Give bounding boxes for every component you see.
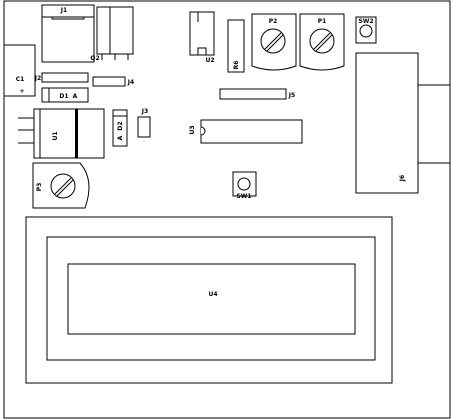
label-c1: C1 — [16, 76, 25, 83]
label-sw2: SW2 — [358, 18, 373, 25]
label-p1: P1 — [318, 18, 327, 25]
label-d1-anode: A — [73, 93, 78, 100]
connector-j3: J3 — [137, 108, 151, 138]
label-u2: U2 — [205, 57, 214, 64]
label-d2: D2 — [117, 121, 124, 130]
switch-sw1: SW1 — [232, 171, 257, 200]
capacitor-c1: C1 + — [3, 44, 36, 97]
diode-d2: D2 A — [112, 109, 128, 147]
regulator-u1: U1 — [18, 108, 105, 159]
label-r6: R6 — [233, 61, 240, 70]
connector-j2: J2 — [34, 72, 89, 83]
label-j6: J6 — [399, 175, 406, 182]
label-j1: J1 — [60, 7, 67, 14]
regulator-q2: Q2 — [90, 6, 134, 62]
connector-j4: J4 — [92, 76, 134, 87]
board-outline — [3, 0, 451, 419]
connector-j6: J6 — [355, 52, 451, 194]
chip-u2: U2 — [189, 11, 215, 64]
potentiometer-p2: P2 — [251, 13, 297, 71]
label-d2-anode: A — [117, 135, 124, 140]
label-sw1: SW1 — [236, 193, 251, 200]
potentiometer-p1: P1 — [299, 13, 345, 71]
connector-j1: J1 — [41, 4, 95, 63]
diode-d1: D1 A — [41, 87, 89, 103]
label-j3: J3 — [141, 108, 148, 115]
display-u4: U4 — [25, 216, 393, 384]
switch-sw2: SW2 — [355, 16, 377, 44]
label-j4: J4 — [127, 79, 134, 86]
chip-u3: U3 — [189, 119, 303, 144]
label-u1: U1 — [52, 131, 59, 140]
potentiometer-p3: P3 — [32, 162, 90, 209]
connector-j5: J5 — [219, 88, 295, 100]
label-p2: P2 — [269, 18, 278, 25]
label-c1-polarity: + — [19, 88, 24, 95]
label-p3: P3 — [36, 183, 43, 192]
label-u3: U3 — [189, 125, 196, 134]
label-j2: J2 — [34, 75, 41, 82]
label-u4: U4 — [208, 291, 217, 298]
label-q2: Q2 — [90, 55, 99, 62]
label-d1: D1 — [59, 93, 68, 100]
label-j5: J5 — [288, 92, 295, 99]
resistor-r6: R6 — [227, 19, 245, 73]
